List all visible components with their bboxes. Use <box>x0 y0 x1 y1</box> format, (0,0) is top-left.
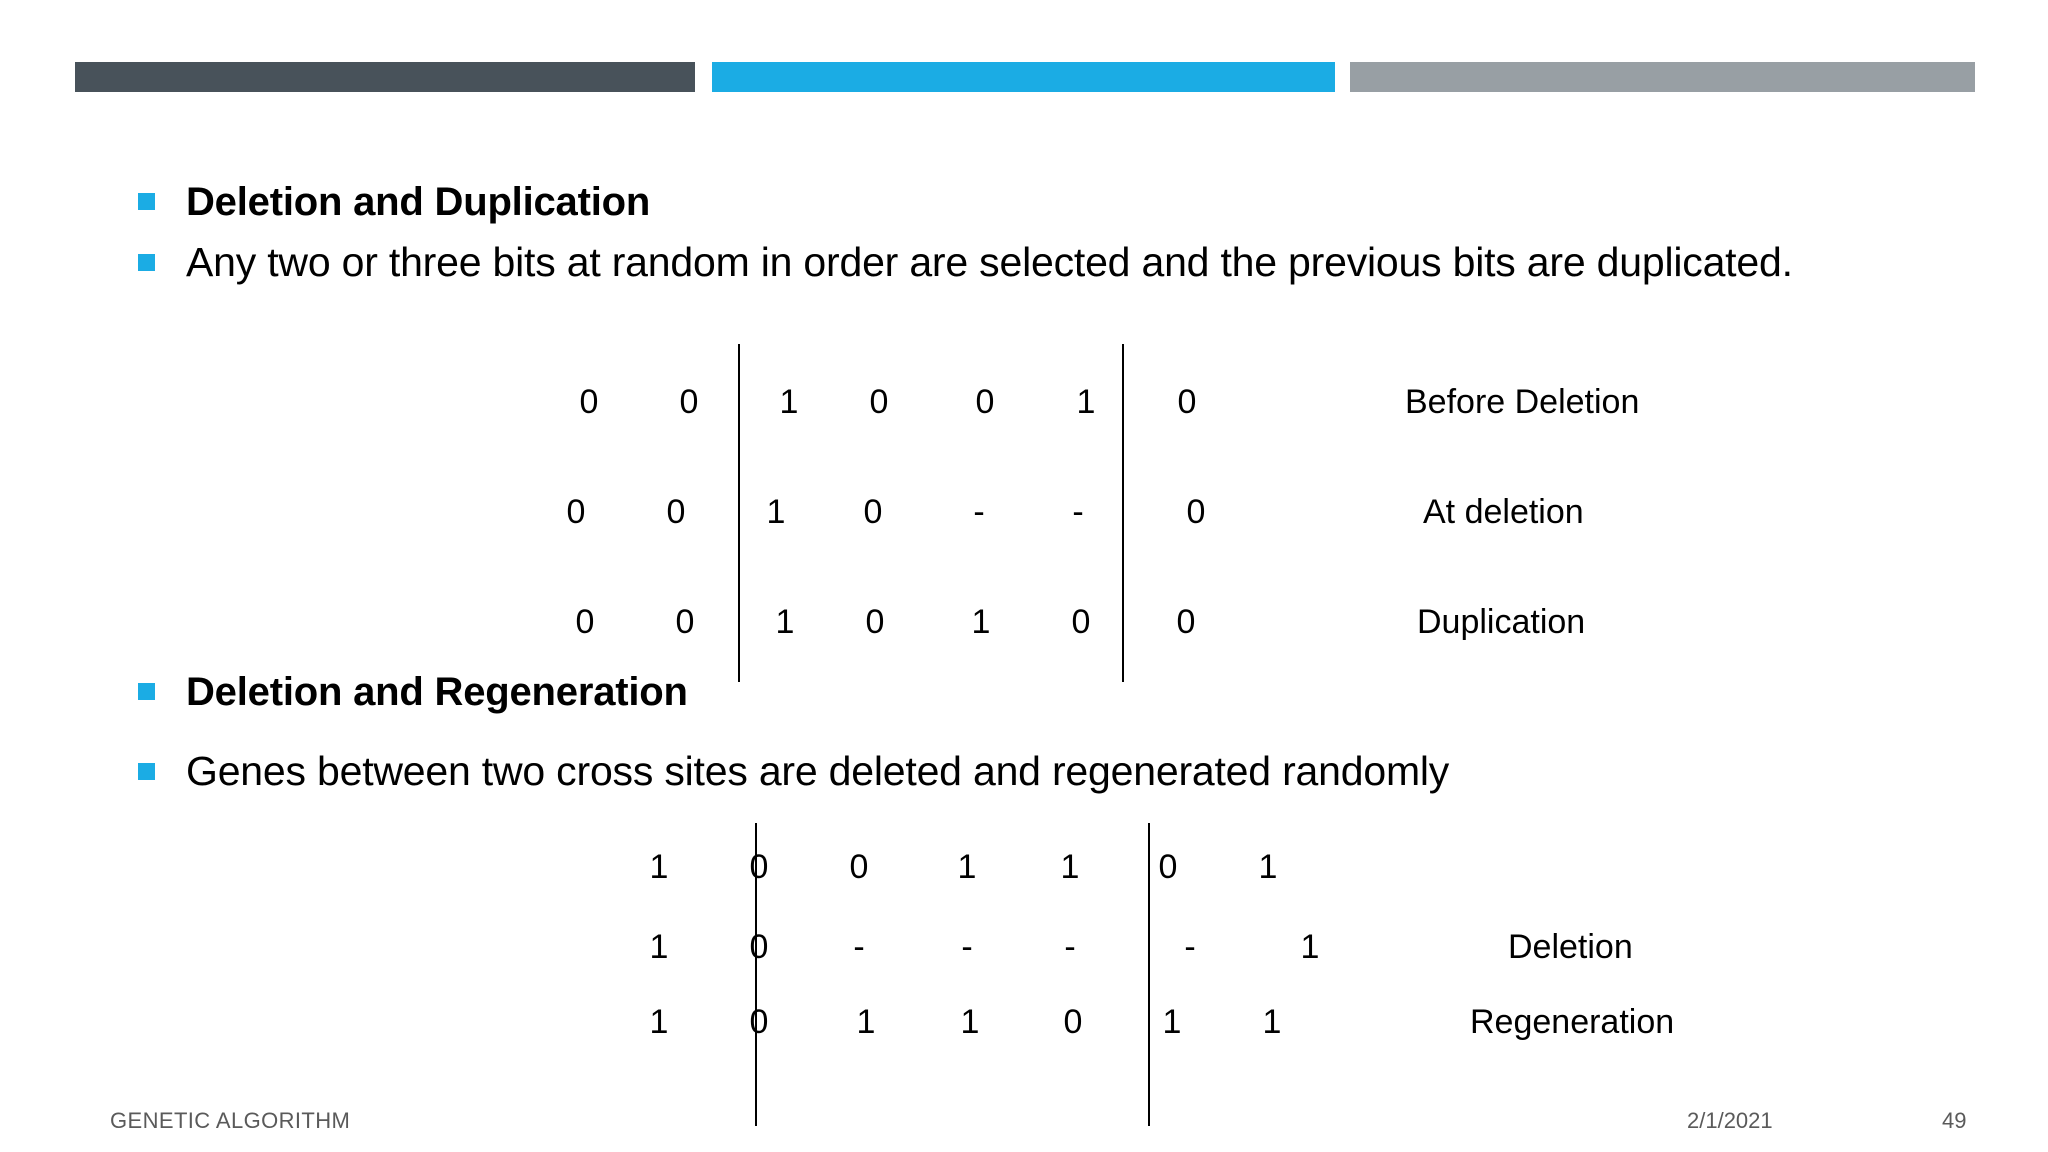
matrix-cell: 1 <box>1258 848 1278 886</box>
matrix-cell: 1 <box>649 928 669 966</box>
matrix-cell: 1 <box>1076 383 1096 421</box>
top-bar-cyan <box>712 62 1335 92</box>
matrix-cell: - <box>1072 493 1084 531</box>
matrix-row-label: At deletion <box>1423 493 1584 531</box>
top-bar-dark <box>75 62 695 92</box>
bullet-heading-deletion-regeneration: Deletion and Regeneration <box>138 670 688 714</box>
bullet-body-duplication-description: Any two or three bits at random in order… <box>138 239 1793 285</box>
bullet-body-regeneration-description: Genes between two cross sites are delete… <box>138 748 1450 794</box>
matrix-cell: 0 <box>863 493 883 531</box>
matrix-cell: 0 <box>566 493 586 531</box>
footer-page-number: 49 <box>1942 1108 1967 1133</box>
matrix-cell: 0 <box>1176 603 1196 641</box>
matrix-cell: 0 <box>579 383 599 421</box>
matrix-cell: - <box>1064 928 1076 966</box>
matrix-cell: 0 <box>1071 603 1091 641</box>
matrix-row-label: Duplication <box>1417 603 1586 641</box>
bullet-heading-deletion-duplication: Deletion and Duplication <box>138 180 650 224</box>
matrix-cell: - <box>1184 928 1196 966</box>
footer-deck-title: GENETIC ALGORITHM <box>110 1108 351 1133</box>
matrix-cell: 0 <box>675 603 695 641</box>
matrix-cell: 1 <box>856 1003 876 1041</box>
matrix-cell: 0 <box>1063 1003 1083 1041</box>
bullet-body-label: Genes between two cross sites are delete… <box>186 748 1450 794</box>
matrix-divider-right <box>1122 344 1124 682</box>
matrix-cell: 0 <box>1186 493 1206 531</box>
matrix-cell: 0 <box>1177 383 1197 421</box>
matrix-row-label: Deletion <box>1508 928 1633 966</box>
matrix-divider-left <box>755 823 757 1126</box>
matrix-cell: 1 <box>1300 928 1320 966</box>
matrix-cell: 1 <box>779 383 799 421</box>
matrix-cell: 1 <box>1262 1003 1282 1041</box>
matrix-row-label: Before Deletion <box>1405 383 1640 421</box>
square-bullet-icon <box>138 254 155 271</box>
matrix-cell: 0 <box>749 1003 769 1041</box>
matrix-cell: 1 <box>649 1003 669 1041</box>
top-decoration-bars <box>0 0 2048 100</box>
matrix-cell: 0 <box>575 603 595 641</box>
matrix-cell: 0 <box>749 928 769 966</box>
matrix-cell: 1 <box>649 848 669 886</box>
matrix-divider-right <box>1148 823 1150 1126</box>
square-bullet-icon <box>138 193 155 210</box>
matrix-cell: - <box>973 493 985 531</box>
matrix-cell: - <box>961 928 973 966</box>
matrix-divider-left <box>738 344 740 682</box>
matrix-row-label: Regeneration <box>1470 1003 1675 1041</box>
matrix-cell: 1 <box>766 493 786 531</box>
matrix-cell: 1 <box>971 603 991 641</box>
matrix-cell: 0 <box>1158 848 1178 886</box>
square-bullet-icon <box>138 683 155 700</box>
matrix-cell: 1 <box>957 848 977 886</box>
matrix-cell: 1 <box>1060 848 1080 886</box>
matrix-cell: 1 <box>1162 1003 1182 1041</box>
bullet-heading-label: Deletion and Duplication <box>186 180 651 224</box>
matrix-cell: 1 <box>960 1003 980 1041</box>
matrix-cell: - <box>853 928 865 966</box>
footer-date: 2/1/2021 <box>1687 1108 1773 1133</box>
bullet-body-label: Any two or three bits at random in order… <box>186 239 1793 285</box>
matrix-cell: 0 <box>749 848 769 886</box>
matrix-cell: 0 <box>679 383 699 421</box>
bullet-heading-label: Deletion and Regeneration <box>186 670 688 714</box>
matrix-cell: 0 <box>849 848 869 886</box>
top-bar-gray <box>1350 62 1975 92</box>
matrix-cell: 0 <box>666 493 686 531</box>
matrix-cell: 0 <box>869 383 889 421</box>
matrix-cell: 0 <box>865 603 885 641</box>
matrix-cell: 0 <box>975 383 995 421</box>
matrix-cell: 1 <box>775 603 795 641</box>
square-bullet-icon <box>138 763 155 780</box>
